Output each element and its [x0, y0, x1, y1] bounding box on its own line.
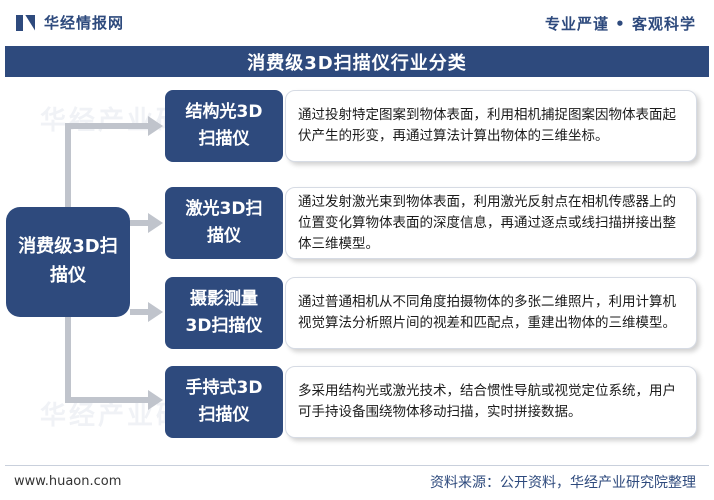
- top-bar: 华经情报网 专业严谨 • 客观科学: [0, 0, 714, 46]
- category-description: 多采用结构光或激光技术，结合惯性导航或视觉定位系统，用户可手持设备围绕物体移动扫…: [285, 366, 697, 438]
- footer-divider: [5, 465, 709, 466]
- description-text: 通过普通相机从不同角度拍摄物体的多张二维照片，利用计算机视觉算法分析照片间的视差…: [298, 294, 676, 331]
- footer-source: 资料来源：公开资料，华经产业研究院整理: [430, 475, 696, 491]
- connector-4: [65, 317, 150, 403]
- category-node: 摄影测量3D扫描仪: [165, 277, 283, 349]
- arrow-4: [148, 390, 163, 410]
- category-node: 激光3D扫描仪: [165, 187, 283, 259]
- logo-icon: [16, 13, 36, 33]
- slogan: 专业严谨 • 客观科学: [544, 15, 696, 33]
- logo-text: 华经情报网: [44, 14, 125, 32]
- arrow-2: [148, 213, 163, 233]
- center-node: 消费级3D扫描仪: [6, 207, 130, 317]
- description-text: 通过发射激光束到物体表面，利用激光反射点在相机传感器上的位置变化算物体表面的深度…: [298, 193, 676, 252]
- arrow-1: [148, 116, 163, 136]
- page-title: 消费级3D扫描仪行业分类: [5, 46, 709, 77]
- category-description: 通过投射特定图案到物体表面，利用相机捕捉图案因物体表面起伏产生的形变，再通过算法…: [285, 90, 697, 162]
- logo: 华经情报网: [16, 12, 124, 33]
- footer-url[interactable]: www.huaon.com: [14, 474, 122, 489]
- category-description: 通过普通相机从不同角度拍摄物体的多张二维照片，利用计算机视觉算法分析照片间的视差…: [285, 277, 697, 349]
- arrow-3: [148, 302, 163, 322]
- category-node: 手持式3D扫描仪: [165, 366, 283, 438]
- category-node: 结构光3D扫描仪: [165, 90, 283, 162]
- description-text: 通过投射特定图案到物体表面，利用相机捕捉图案因物体表面起伏产生的形变，再通过算法…: [298, 107, 676, 144]
- category-description: 通过发射激光束到物体表面，利用激光反射点在相机传感器上的位置变化算物体表面的深度…: [285, 187, 697, 259]
- description-text: 多采用结构光或激光技术，结合惯性导航或视觉定位系统，用户可手持设备围绕物体移动扫…: [298, 383, 676, 420]
- connector-1: [65, 123, 150, 207]
